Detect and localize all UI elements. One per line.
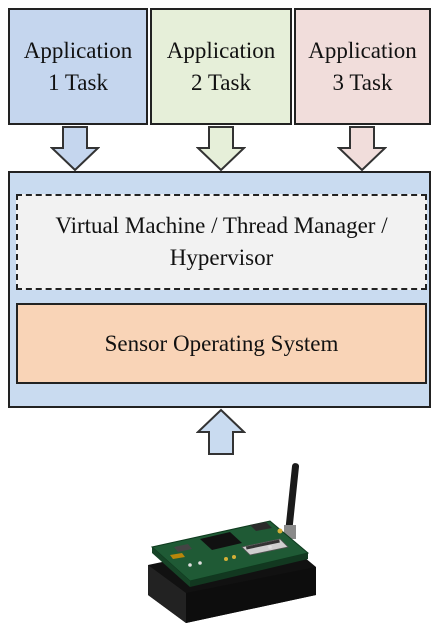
app3-label-line2: 3 Task (332, 69, 393, 95)
device-up-arrow-icon (196, 408, 246, 455)
application-1-task-box: Application 1 Task (8, 8, 148, 125)
app2-down-arrow-icon (196, 126, 246, 172)
application-3-task-box: Application 3 Task (294, 8, 431, 125)
vm-label-line1: Virtual Machine / Thread Manager / (55, 213, 388, 238)
sensor-node-device-image (148, 463, 316, 623)
virtual-machine-layer: Virtual Machine / Thread Manager / Hyper… (16, 194, 427, 290)
app3-down-arrow-icon (337, 126, 387, 172)
app3-label-line1: Application (308, 37, 417, 63)
app2-label-line2: 2 Task (191, 69, 251, 95)
sensor-os-layer: Sensor Operating System (16, 303, 427, 384)
app1-label-line1: Application (23, 37, 133, 63)
vm-label-line2: Hypervisor (169, 245, 274, 270)
app2-label-line1: Application (166, 37, 276, 63)
app1-label-line2: 1 Task (48, 69, 108, 95)
application-2-task-box: Application 2 Task (150, 8, 292, 125)
os-label: Sensor Operating System (104, 330, 339, 356)
app1-down-arrow-icon (50, 126, 100, 172)
